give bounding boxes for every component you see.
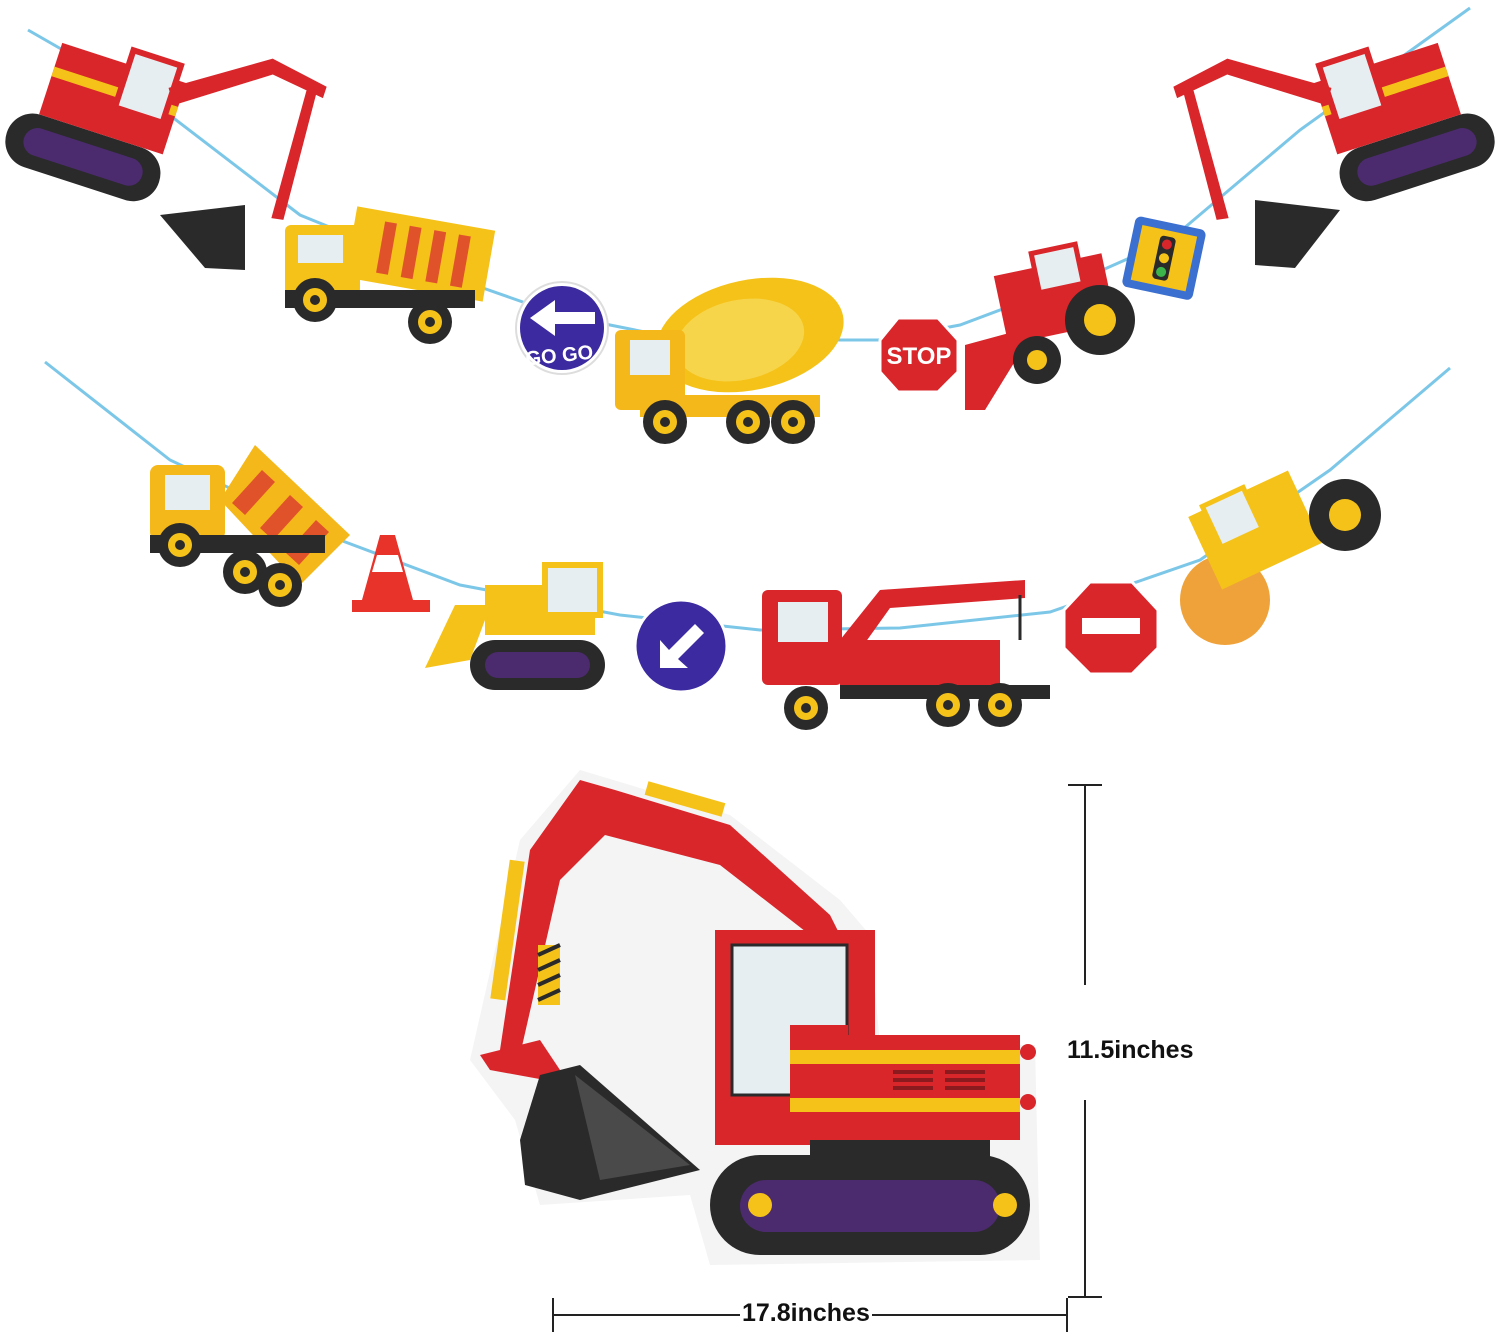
bottom-garland [44,360,1451,730]
no-entry-sign [1062,580,1160,676]
top-garland: GO GO STOP [5,6,1495,444]
road-roller-garland-piece [1180,470,1381,645]
height-dimension-label: 11.5inches [1067,1035,1194,1065]
bulldozer-garland-piece [425,562,605,690]
hazard-stripes [537,943,561,1005]
height-dimension-line [1068,784,1102,1298]
excavator-bucket [160,205,245,270]
width-dimension-label: 17.8inches [740,1298,872,1328]
stop-sign: STOP [878,316,960,394]
stop-sign-text: STOP [887,343,952,370]
large-excavator-piece [470,770,1040,1265]
dump-truck-garland-piece [285,206,496,344]
go-go-sign: GO GO [515,281,609,375]
traffic-cone [352,535,430,612]
tipping-dump-truck-garland-piece [150,445,350,607]
crane-truck-garland-piece [762,580,1050,730]
tractor-garland-piece [965,241,1135,410]
excavator-garland-piece [5,42,327,220]
arrow-sign [633,598,729,694]
excavator-garland-piece-right [1173,42,1495,220]
cement-mixer-garland-piece [615,277,844,444]
excavator-bucket-right [1255,200,1340,268]
traffic-light-sign [1122,216,1206,300]
